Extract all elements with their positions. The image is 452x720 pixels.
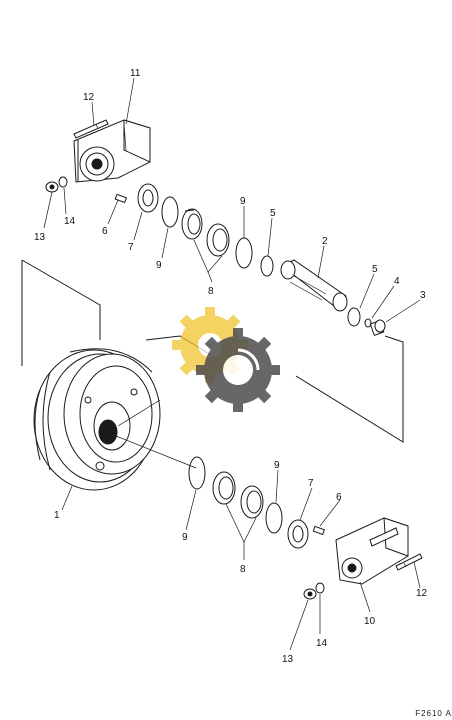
callout-9-c: 9 <box>182 532 188 543</box>
callout-1: 1 <box>54 510 60 521</box>
pin-6-top <box>114 193 128 204</box>
watermark-gear-front <box>196 328 280 412</box>
bolt-12-top <box>73 119 109 139</box>
callout-12-top: 12 <box>83 92 95 103</box>
callout-11: 11 <box>130 68 141 79</box>
callout-13-top: 13 <box>34 232 46 243</box>
bolt-12-bottom <box>395 553 423 571</box>
o-ring-9-c <box>188 456 206 490</box>
callout-5-a: 5 <box>270 208 276 219</box>
figure-code: F2610 A <box>415 709 452 718</box>
callout-labels: 11 12 13 14 6 7 9 8 9 5 2 5 4 3 1 9 9 8 … <box>34 68 428 665</box>
o-ring-5-b <box>347 307 361 327</box>
plug-3 <box>369 319 386 336</box>
shaft-2 <box>280 259 348 312</box>
callout-14-top: 14 <box>64 216 76 227</box>
nut-13-bottom <box>303 588 317 600</box>
washer-14-bottom <box>315 582 325 594</box>
callout-9-a: 9 <box>156 260 162 271</box>
callout-6-bottom: 6 <box>336 492 342 503</box>
callout-8-top: 8 <box>208 286 214 297</box>
seal-8-d <box>240 485 264 519</box>
nut-13-top <box>45 181 59 193</box>
callout-7-bottom: 7 <box>308 478 314 489</box>
ring-7-bottom <box>287 519 309 549</box>
seal-8-b <box>206 223 230 257</box>
o-ring-5-a <box>260 255 274 277</box>
callout-2: 2 <box>322 236 328 247</box>
seal-8-a <box>181 208 203 240</box>
o-ring-9-d <box>265 502 283 534</box>
pin-6-bottom <box>312 525 326 536</box>
seal-8-c <box>212 471 236 505</box>
callout-5-b: 5 <box>372 264 378 275</box>
callout-8-bottom: 8 <box>240 564 246 575</box>
callout-10: 10 <box>364 616 376 627</box>
callout-9-d: 9 <box>274 460 280 471</box>
o-ring-9-b <box>235 237 253 269</box>
callout-13-bottom: 13 <box>282 654 294 665</box>
callout-3: 3 <box>420 290 426 301</box>
o-ring-9-a <box>161 196 179 228</box>
washer-4 <box>364 318 372 328</box>
callout-4: 4 <box>394 276 400 287</box>
lower-bracket-10 <box>335 517 409 585</box>
callout-12-bottom: 12 <box>416 588 428 599</box>
ring-7-top <box>137 183 159 213</box>
washer-14-top <box>58 176 68 188</box>
leader-lines <box>43 77 421 651</box>
idler-wheel-1 <box>21 259 404 491</box>
callout-7-top: 7 <box>128 242 134 253</box>
callout-9-b: 9 <box>240 196 246 207</box>
callout-14-bottom: 14 <box>316 638 328 649</box>
upper-bracket-11 <box>73 119 151 183</box>
callout-6-top: 6 <box>102 226 108 237</box>
